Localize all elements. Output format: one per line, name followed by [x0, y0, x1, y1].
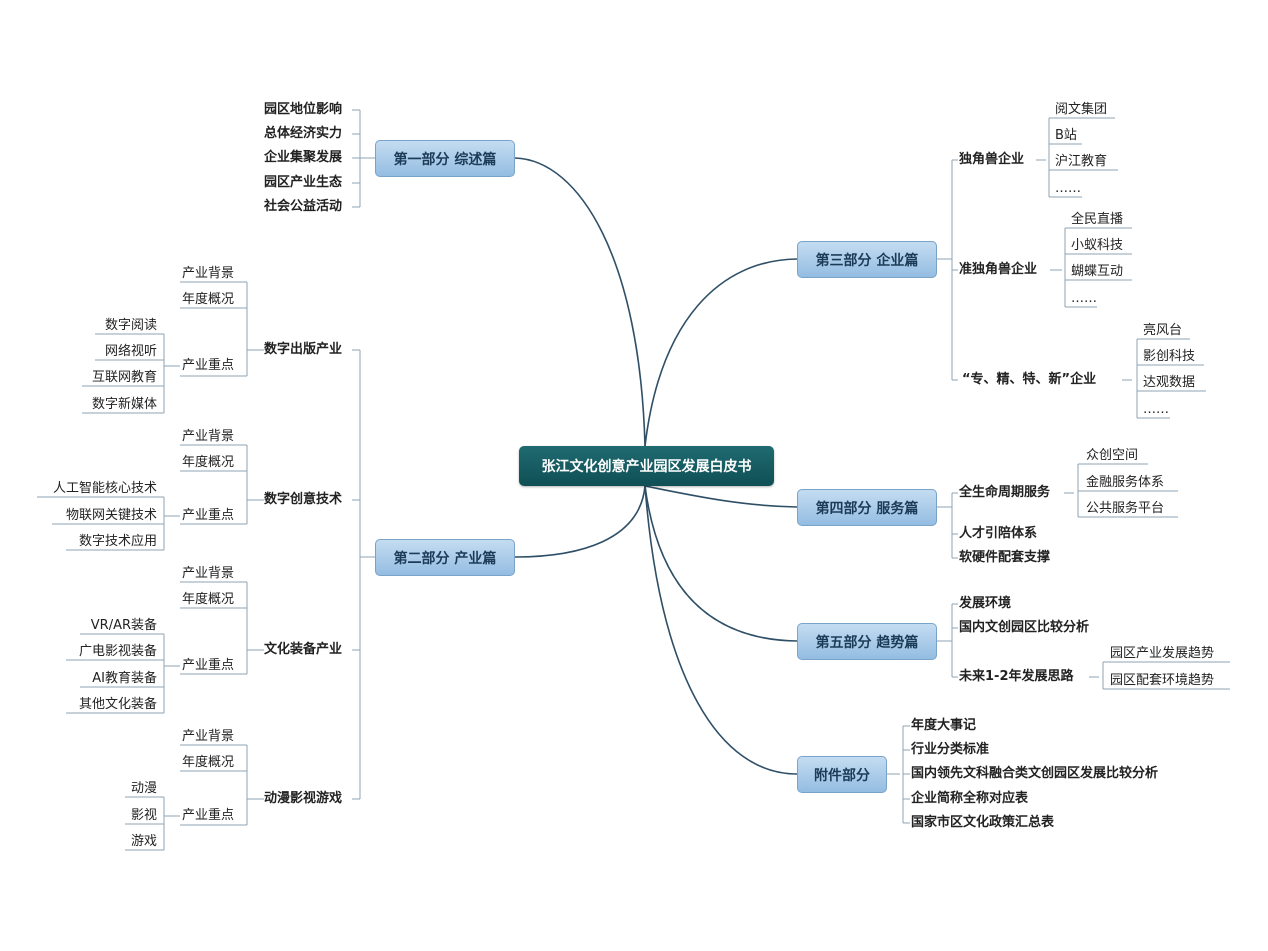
root-topic[interactable]: 张江文化创意产业园区发展白皮书: [519, 446, 774, 486]
trend-item[interactable]: 园区产业发展趋势: [1110, 646, 1215, 661]
part2-node[interactable]: 第二部分 产业篇: [375, 539, 515, 576]
enterprise-item[interactable]: ……: [1055, 181, 1081, 196]
appendix-topic[interactable]: 国家市区文化政策汇总表: [911, 815, 1055, 830]
enterprise-item[interactable]: ……: [1143, 402, 1169, 417]
part3-group-name[interactable]: 独角兽企业: [959, 152, 1025, 167]
enterprise-item[interactable]: 沪江教育: [1055, 154, 1108, 169]
part2-group-name[interactable]: 动漫影视游戏: [264, 791, 343, 806]
group-focus[interactable]: 产业重点: [182, 808, 235, 823]
group-overview[interactable]: 年度概况: [182, 755, 235, 770]
future-plan[interactable]: 未来1-2年发展思路: [959, 669, 1074, 684]
group-overview[interactable]: 年度概况: [182, 455, 235, 470]
part4-topic[interactable]: 人才引陪体系: [959, 526, 1038, 541]
focus-item[interactable]: AI教育装备: [92, 671, 157, 686]
part1-topic[interactable]: 园区地位影响: [264, 102, 343, 117]
part2-group-name[interactable]: 数字创意技术: [264, 492, 343, 507]
group-background[interactable]: 产业背景: [182, 266, 235, 281]
focus-item[interactable]: 互联网教育: [91, 370, 157, 385]
service-item[interactable]: 众创空间: [1086, 448, 1139, 463]
enterprise-item[interactable]: 影创科技: [1143, 349, 1196, 364]
appendix-topic[interactable]: 企业简称全称对应表: [911, 791, 1029, 806]
part4-node[interactable]: 第四部分 服务篇: [797, 489, 937, 526]
part2-group-name[interactable]: 数字出版产业: [264, 342, 343, 357]
focus-item[interactable]: 数字新媒体: [91, 397, 157, 412]
part3-group-name[interactable]: “专、精、特、新”企业: [962, 372, 1097, 387]
enterprise-item[interactable]: 阅文集团: [1055, 102, 1108, 117]
group-focus[interactable]: 产业重点: [182, 658, 235, 673]
enterprise-item[interactable]: 亮风台: [1143, 323, 1183, 338]
part5-topic[interactable]: 国内文创园区比较分析: [959, 620, 1090, 635]
part4-topic[interactable]: 软硬件配套支撑: [959, 550, 1051, 565]
part3-node[interactable]: 第三部分 企业篇: [797, 241, 937, 278]
part1-topic[interactable]: 总体经济实力: [264, 126, 343, 141]
part5-node[interactable]: 第五部分 趋势篇: [797, 623, 937, 660]
part1-topic[interactable]: 社会公益活动: [264, 199, 343, 214]
enterprise-item[interactable]: 全民直播: [1071, 212, 1124, 227]
part2-group-name[interactable]: 文化装备产业: [264, 642, 343, 657]
focus-item[interactable]: 游戏: [130, 834, 157, 849]
enterprise-item[interactable]: 小蚁科技: [1071, 238, 1124, 253]
group-background[interactable]: 产业背景: [182, 429, 235, 444]
part5-topic[interactable]: 发展环境: [959, 596, 1012, 611]
part1-topic[interactable]: 园区产业生态: [264, 175, 343, 190]
appendix-node[interactable]: 附件部分: [797, 756, 887, 793]
group-focus[interactable]: 产业重点: [182, 358, 235, 373]
lifecycle-service[interactable]: 全生命周期服务: [959, 485, 1051, 500]
group-focus[interactable]: 产业重点: [182, 508, 235, 523]
group-background[interactable]: 产业背景: [182, 729, 235, 744]
focus-item[interactable]: 数字技术应用: [78, 534, 157, 549]
appendix-topic[interactable]: 行业分类标准: [911, 742, 990, 757]
focus-item[interactable]: 数字阅读: [104, 318, 157, 333]
group-overview[interactable]: 年度概况: [182, 292, 235, 307]
enterprise-item[interactable]: 蝴蝶互动: [1071, 264, 1124, 279]
focus-item[interactable]: 网络视听: [104, 344, 157, 359]
part1-topic[interactable]: 企业集聚发展: [264, 150, 343, 165]
trend-item[interactable]: 园区配套环境趋势: [1110, 673, 1215, 688]
focus-item[interactable]: 影视: [130, 808, 157, 823]
group-overview[interactable]: 年度概况: [182, 592, 235, 607]
part1-node[interactable]: 第一部分 综述篇: [375, 140, 515, 177]
focus-item[interactable]: 其他文化装备: [78, 697, 157, 712]
appendix-topic[interactable]: 年度大事记: [911, 718, 977, 733]
appendix-topic[interactable]: 国内领先文科融合类文创园区发展比较分析: [911, 766, 1159, 781]
enterprise-item[interactable]: 达观数据: [1143, 375, 1196, 390]
focus-item[interactable]: 动漫: [130, 781, 157, 796]
focus-item[interactable]: 广电影视装备: [78, 644, 157, 659]
group-background[interactable]: 产业背景: [182, 566, 235, 581]
focus-item[interactable]: 物联网关键技术: [65, 508, 157, 523]
focus-item[interactable]: VR/AR装备: [90, 618, 157, 633]
focus-item[interactable]: 人工智能核心技术: [52, 481, 157, 496]
enterprise-item[interactable]: B站: [1055, 128, 1077, 143]
enterprise-item[interactable]: ……: [1071, 291, 1097, 306]
service-item[interactable]: 金融服务体系: [1086, 475, 1165, 490]
service-item[interactable]: 公共服务平台: [1086, 501, 1165, 516]
part3-group-name[interactable]: 准独角兽企业: [959, 262, 1038, 277]
